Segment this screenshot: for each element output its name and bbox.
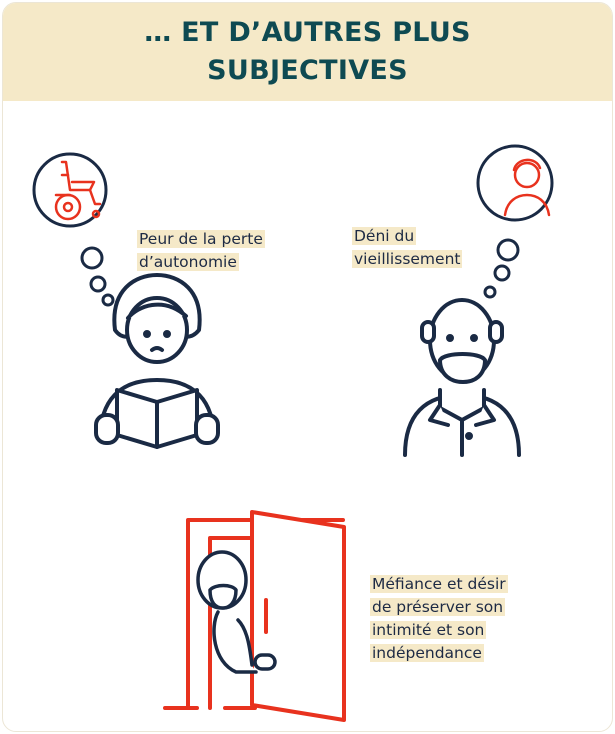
old-man-figure bbox=[403, 298, 521, 457]
elderly-peeking-figure bbox=[196, 550, 277, 674]
young-person-icon bbox=[503, 158, 551, 217]
label-line: d’autonomie bbox=[137, 253, 239, 271]
label-line: intimité et son bbox=[370, 621, 487, 639]
label-mistrust-privacy-independence: Méfiance et désir de préserver son intim… bbox=[370, 573, 508, 665]
label-denial-of-aging: Déni du vieillissement bbox=[352, 225, 463, 271]
label-fear-of-losing-autonomy: Peur de la perte d’autonomie bbox=[137, 228, 265, 274]
label-line: Méfiance et désir bbox=[370, 575, 508, 593]
header: … ET D’AUTRES PLUS SUBJECTIVES bbox=[3, 3, 612, 101]
thought-bubble-wheelchair bbox=[32, 152, 115, 307]
woman-reading-figure bbox=[94, 273, 220, 449]
wheelchair-icon bbox=[54, 160, 102, 221]
door-elderly-icon bbox=[163, 510, 346, 722]
label-line: indépendance bbox=[370, 644, 484, 662]
label-line: vieillissement bbox=[352, 250, 463, 268]
label-line: Déni du bbox=[352, 227, 417, 245]
page-title: … ET D’AUTRES PLUS SUBJECTIVES bbox=[144, 17, 471, 86]
label-line: de préserver son bbox=[370, 598, 506, 616]
label-line: Peur de la perte bbox=[137, 230, 265, 248]
